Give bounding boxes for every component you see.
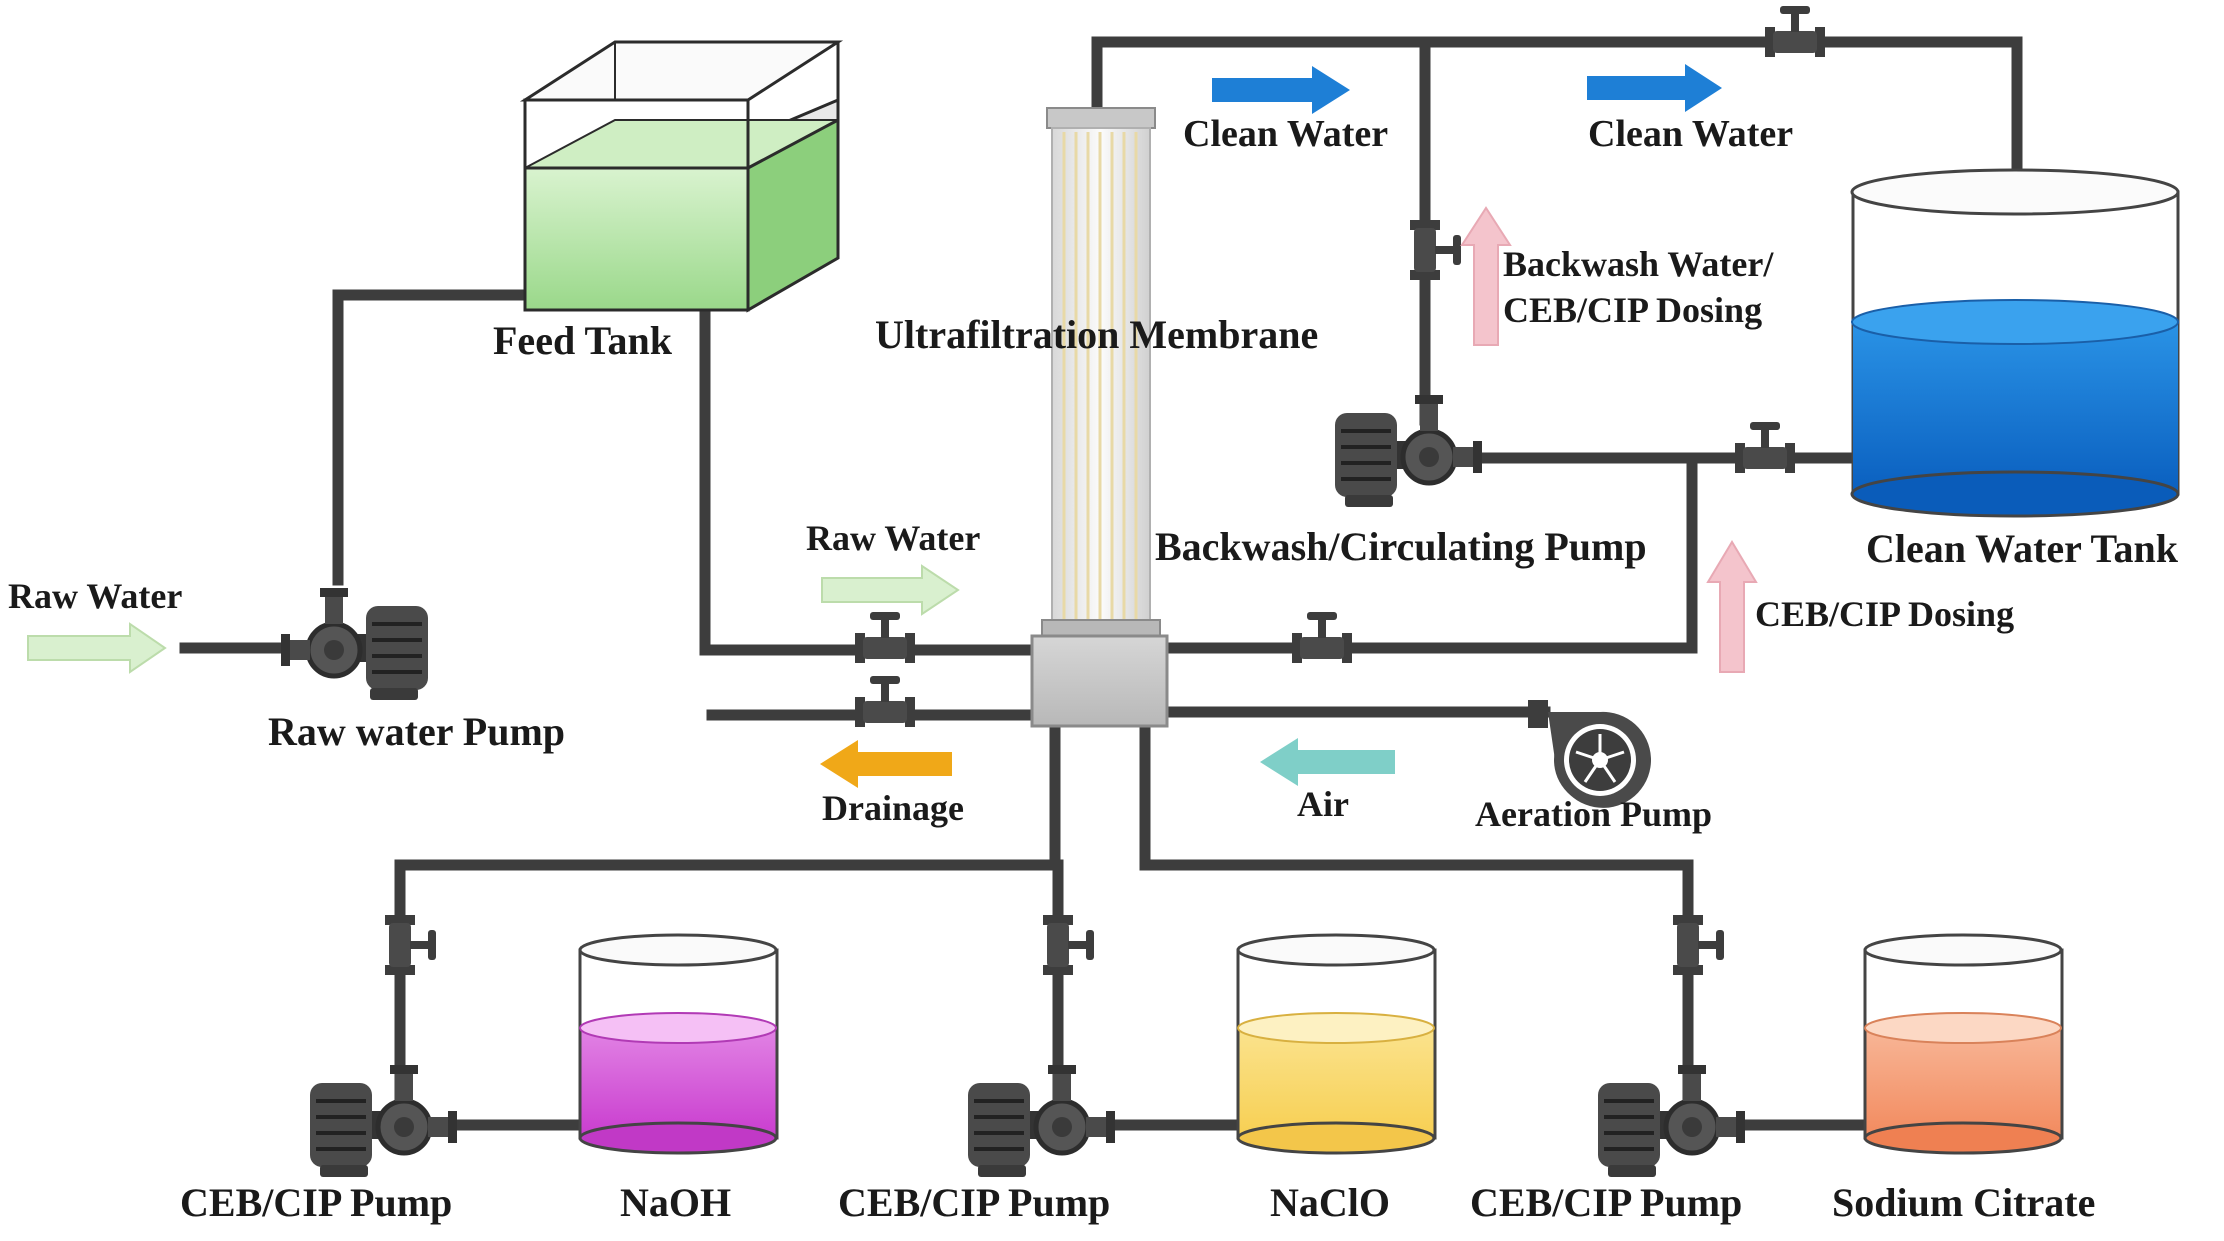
- label-ceb-cip-dosing: CEB/CIP Dosing: [1755, 594, 2014, 634]
- valve-raw-water-in: [855, 612, 915, 663]
- label-uf-membrane: Ultrafiltration Membrane: [875, 312, 1318, 357]
- label-clean-water-1: Clean Water: [1183, 113, 1388, 155]
- label-naoh: NaOH: [620, 1180, 731, 1225]
- ceb-cip-pump-1: [310, 1065, 457, 1177]
- valve-clean-water-top: [1765, 6, 1825, 57]
- label-raw-water-in: Raw Water: [8, 576, 182, 616]
- sodium-citrate-tank: [1863, 933, 2064, 1155]
- arrow-drainage: [820, 740, 952, 788]
- arrow-ceb-cip-up: [1706, 540, 1758, 673]
- valve-naoh: [385, 915, 436, 975]
- ceb-cip-pump-3: [1598, 1065, 1745, 1177]
- valve-drain: [855, 676, 915, 727]
- arrow-raw-water-in: [27, 622, 167, 674]
- valve-clean-tank-outlet: [1735, 422, 1795, 473]
- valve-citrate: [1673, 915, 1724, 975]
- arrow-raw-water-mid: [821, 564, 960, 616]
- valve-membrane-bottom-right: [1292, 612, 1352, 663]
- label-backwash-dosing-2: CEB/CIP Dosing: [1503, 290, 1762, 330]
- label-ceb-pump-2: CEB/CIP Pump: [838, 1180, 1110, 1225]
- aeration-pump: [1528, 700, 1651, 808]
- label-clean-water-2: Clean Water: [1588, 113, 1793, 155]
- label-clean-water-tank: Clean Water Tank: [1866, 526, 2179, 571]
- clean-water-tank: [1850, 168, 2180, 518]
- naclo-tank: [1236, 933, 1437, 1155]
- valve-backwash-vertical: [1410, 220, 1461, 280]
- arrow-clean-water-1: [1212, 66, 1350, 114]
- naoh-tank: [578, 933, 779, 1155]
- arrow-clean-water-2: [1587, 64, 1722, 112]
- label-ceb-pump-1: CEB/CIP Pump: [180, 1180, 452, 1225]
- valve-naclo: [1043, 915, 1094, 975]
- label-feed-tank: Feed Tank: [493, 318, 673, 363]
- uf-membrane-module: [1030, 107, 1169, 728]
- label-raw-water-pump: Raw water Pump: [268, 709, 565, 754]
- label-air: Air: [1297, 784, 1349, 824]
- label-aeration-pump: Aeration Pump: [1475, 794, 1712, 834]
- backwash-circulating-pump: [1335, 395, 1482, 507]
- label-backwash-dosing-1: Backwash Water/: [1503, 244, 1774, 284]
- label-ceb-pump-3: CEB/CIP Pump: [1470, 1180, 1742, 1225]
- feed-tank: [519, 40, 844, 313]
- ceb-cip-pump-2: [968, 1065, 1115, 1177]
- label-backwash-pump: Backwash/Circulating Pump: [1155, 524, 1647, 569]
- label-sodium-citrate: Sodium Citrate: [1832, 1180, 2095, 1225]
- label-raw-water-mid: Raw Water: [806, 518, 980, 558]
- label-naclo: NaClO: [1270, 1180, 1390, 1225]
- label-drainage: Drainage: [822, 788, 964, 828]
- arrow-backwash-up: [1460, 206, 1512, 346]
- raw-water-pump: [281, 588, 428, 700]
- arrow-air: [1260, 738, 1395, 786]
